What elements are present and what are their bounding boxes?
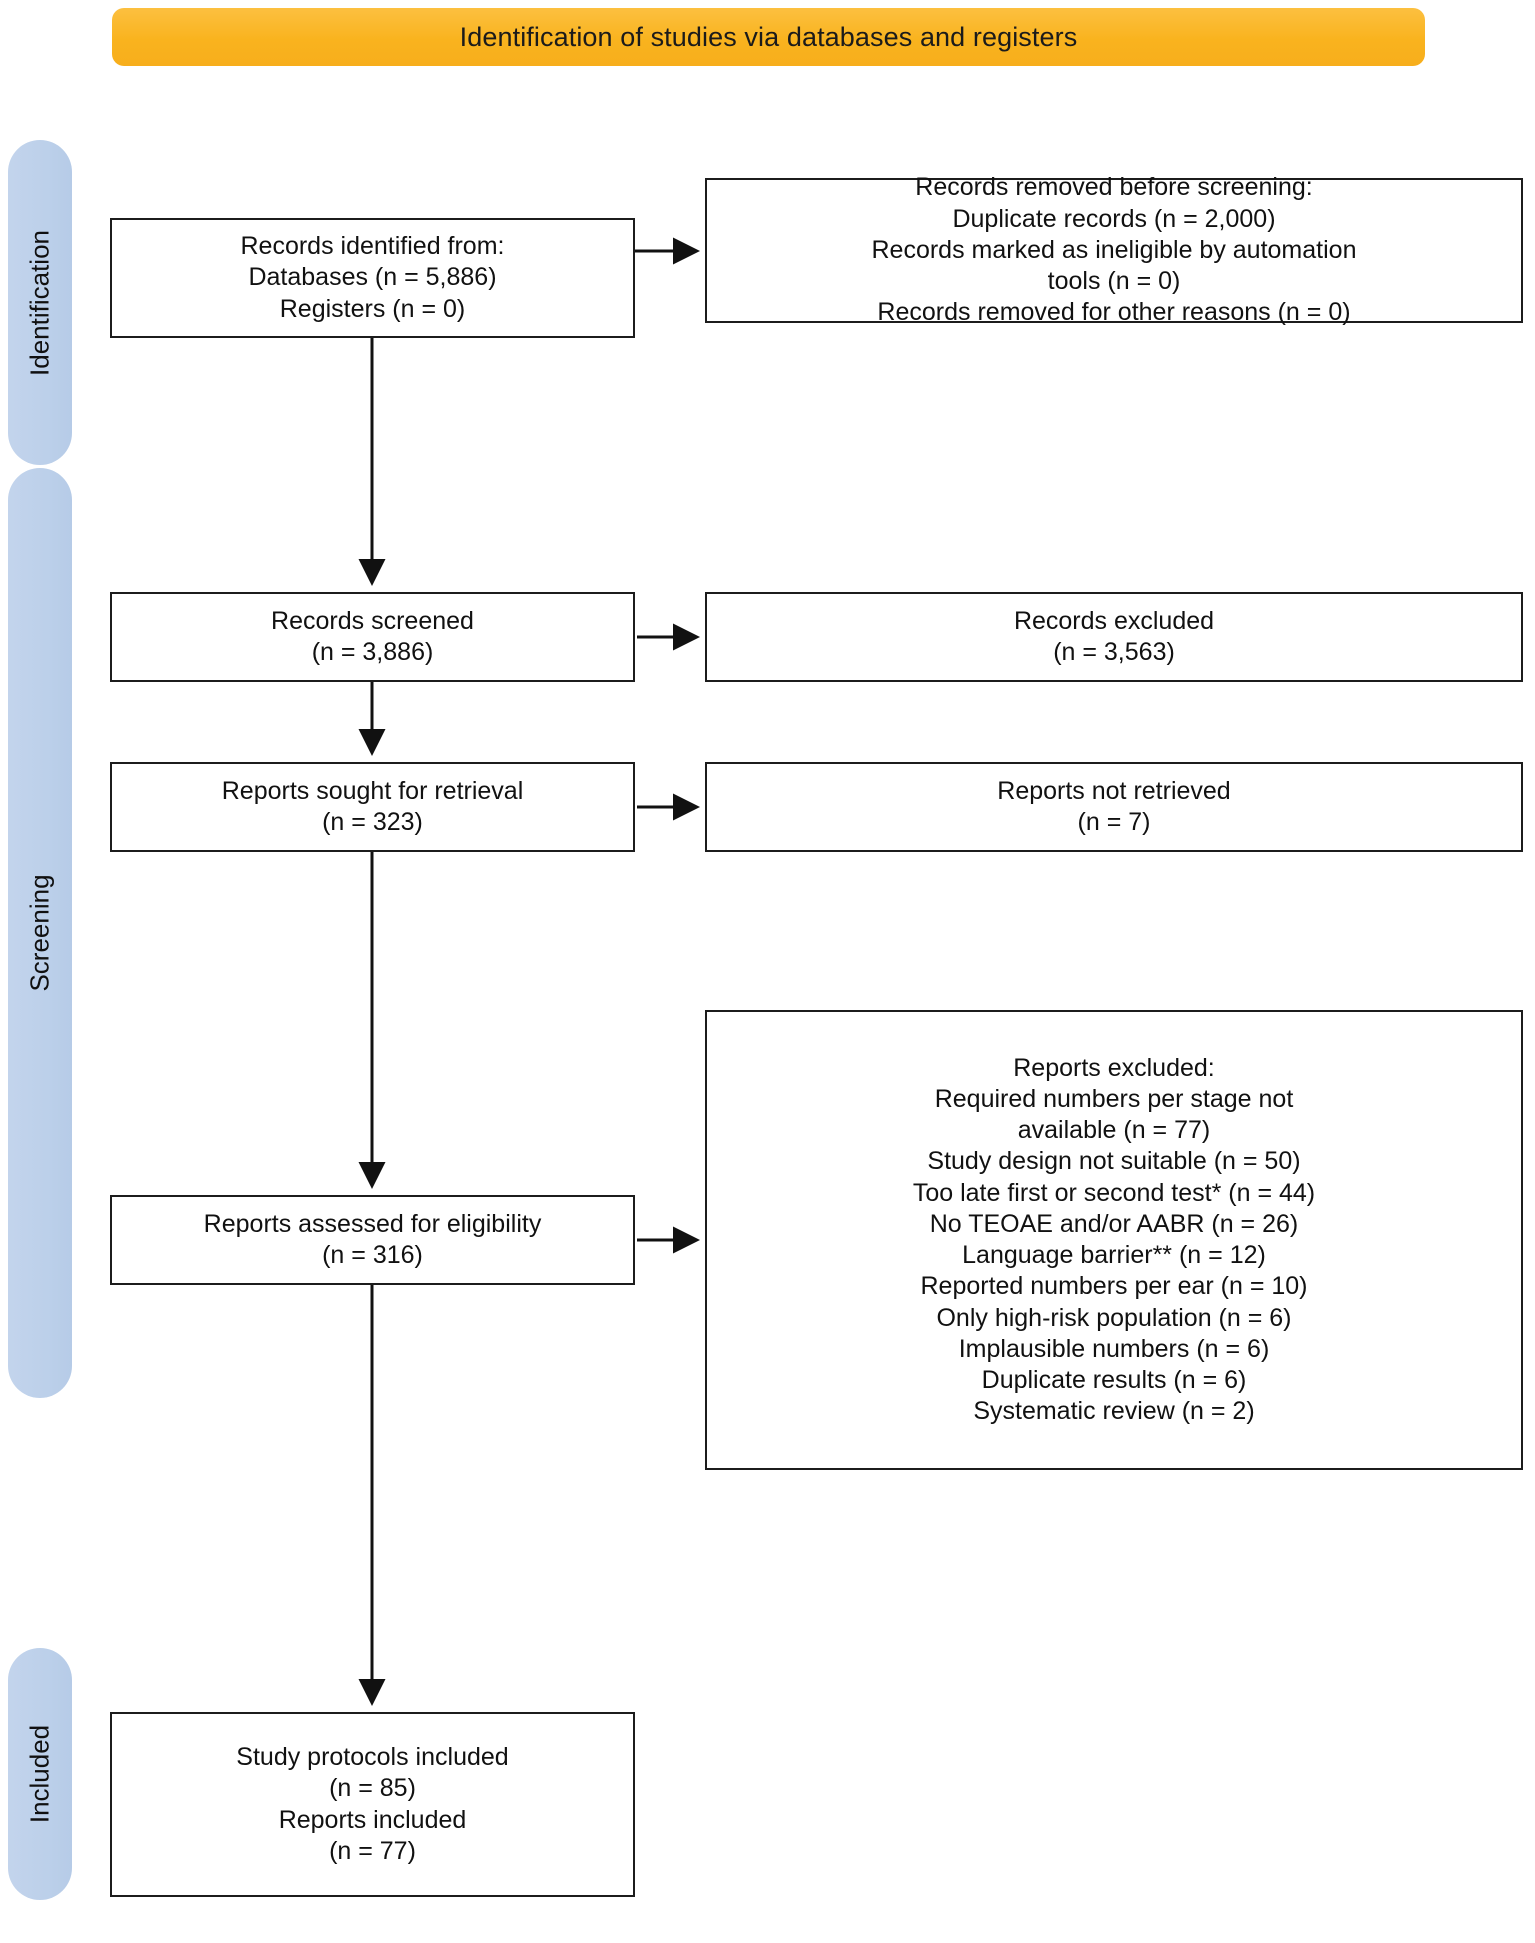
stage-label-identification: Identification bbox=[24, 229, 55, 376]
box-line: available (n = 77) bbox=[1017, 1116, 1211, 1144]
box-line: Duplicate records (n = 2,000) bbox=[952, 204, 1276, 233]
box-line: Study design not suitable (n = 50) bbox=[927, 1147, 1301, 1176]
box-line: Reported numbers per ear (n = 10) bbox=[920, 1272, 1308, 1301]
stage-label-screening: Screening bbox=[24, 874, 55, 992]
box-line: (n = 316) bbox=[322, 1241, 423, 1269]
box-records-identified: Records identified from: Databases (n = … bbox=[110, 218, 635, 338]
stage-label-included: Included bbox=[24, 1724, 55, 1824]
box-line: Registers (n = 0) bbox=[279, 294, 466, 323]
box-reports-assessed-for-eligibility: Reports assessed for eligibility (n = 31… bbox=[110, 1195, 635, 1285]
box-line: Records removed before screening: bbox=[915, 173, 1313, 202]
box-records-excluded: Records excluded (n = 3,563) bbox=[705, 592, 1523, 682]
box-line: Records marked as ineligible by automati… bbox=[871, 235, 1357, 264]
box-line: Records identified from: bbox=[240, 232, 505, 261]
stage-pill-included: Included bbox=[8, 1648, 72, 1900]
box-line: (n = 323) bbox=[322, 808, 423, 836]
stage-pill-screening: Screening bbox=[8, 468, 72, 1398]
box-line: Systematic review (n = 2) bbox=[973, 1397, 1255, 1426]
box-line: (n = 85) bbox=[329, 1774, 416, 1803]
box-line: Reports included bbox=[278, 1805, 467, 1834]
header-banner: Identification of studies via databases … bbox=[112, 8, 1425, 66]
box-line: Records excluded bbox=[1013, 606, 1215, 635]
box-line: Reports assessed for eligibility bbox=[203, 1209, 542, 1238]
box-records-removed-before-screening: Records removed before screening: Duplic… bbox=[705, 173, 1523, 326]
box-line: (n = 3,563) bbox=[1053, 638, 1175, 666]
box-line: Implausible numbers (n = 6) bbox=[958, 1334, 1270, 1363]
box-line: No TEOAE and/or AABR (n = 26) bbox=[929, 1209, 1299, 1238]
box-line: Reports not retrieved bbox=[997, 776, 1231, 805]
box-line: Records removed for other reasons (n = 0… bbox=[877, 298, 1351, 327]
box-reports-not-retrieved: Reports not retrieved (n = 7) bbox=[705, 762, 1523, 852]
box-reports-sought-for-retrieval: Reports sought for retrieval (n = 323) bbox=[110, 762, 635, 852]
box-line: Reports sought for retrieval bbox=[221, 776, 524, 805]
box-reports-excluded: Reports excluded: Required numbers per s… bbox=[705, 1010, 1523, 1470]
box-line: Too late first or second test* (n = 44) bbox=[912, 1178, 1316, 1207]
stage-pill-identification: Identification bbox=[8, 140, 72, 465]
box-line: Records screened bbox=[271, 606, 474, 635]
page-title: Identification of studies via databases … bbox=[459, 21, 1078, 52]
box-line: Duplicate results (n = 6) bbox=[981, 1366, 1247, 1394]
box-records-screened: Records screened (n = 3,886) bbox=[110, 592, 635, 682]
box-line: tools (n = 0) bbox=[1047, 267, 1181, 296]
box-line: (n = 3,886) bbox=[311, 638, 434, 666]
box-studies-included: Study protocols included (n = 85) Report… bbox=[110, 1712, 635, 1897]
box-line: Reports excluded: bbox=[1013, 1053, 1215, 1082]
box-line: (n = 7) bbox=[1077, 808, 1151, 836]
box-line: Required numbers per stage not bbox=[934, 1084, 1294, 1113]
box-line: (n = 77) bbox=[329, 1836, 416, 1865]
box-line: Language barrier** (n = 12) bbox=[962, 1241, 1266, 1269]
box-line: Databases (n = 5,886) bbox=[248, 263, 497, 292]
box-line: Only high-risk population (n = 6) bbox=[936, 1303, 1292, 1332]
box-line: Study protocols included bbox=[236, 1743, 509, 1771]
